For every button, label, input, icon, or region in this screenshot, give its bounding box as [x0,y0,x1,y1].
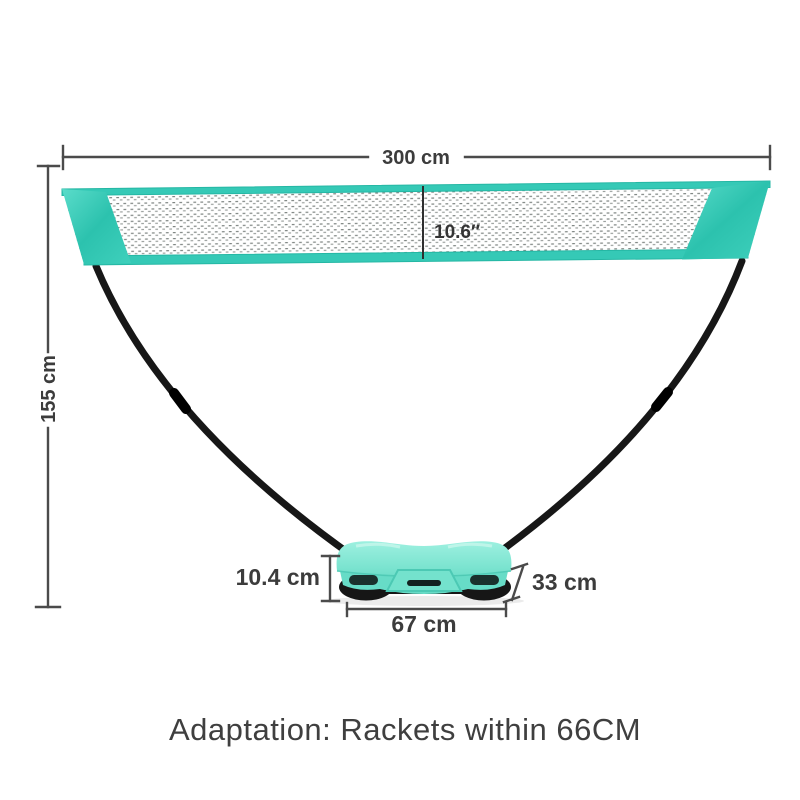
base-length-label: 67 cm [391,611,456,637]
caption: Adaptation: Rackets within 66CM [169,712,641,747]
net-height-label: 10.6″ [434,222,480,243]
base-depth-label: 33 cm [532,569,597,595]
right-pole [490,257,746,560]
dimension-base-length: 67 cm [345,601,508,637]
net-left-end-panel [62,189,131,265]
net-right-end-panel [682,181,770,260]
net-mesh [62,181,770,265]
handle-slot [407,580,441,586]
dimension-base-height: 10.4 cm [236,554,341,603]
dimension-net-width: 300 cm [61,144,772,171]
overall-height-label: 155 cm [38,355,60,423]
support-poles [92,257,746,561]
left-vent [349,575,378,585]
right-pole-joint [651,387,673,412]
base-height-label: 10.4 cm [236,564,320,590]
base-depth-cap-top [510,562,529,571]
lid-highlight-right [447,542,493,549]
base-case [324,541,524,606]
left-pole [92,262,358,561]
base-depth-cap-bottom [502,595,521,604]
lid-highlight-left [355,542,401,549]
dimension-base-depth: 33 cm [502,562,597,604]
base-depth-line [510,565,525,602]
left-pole-joint [169,388,191,414]
net-width-label: 300 cm [382,147,450,169]
right-vent [470,575,499,585]
dimension-overall-height: 155 cm [34,164,62,609]
net-assembly: 10.6″ [61,180,771,266]
case-lid [336,541,512,577]
net-top-band [61,180,771,197]
